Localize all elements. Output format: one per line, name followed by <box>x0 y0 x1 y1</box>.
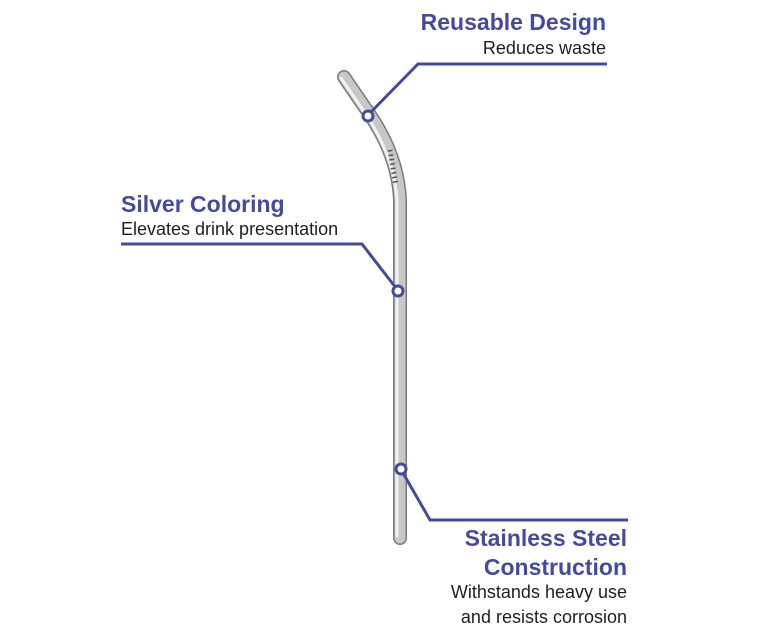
callout-title-silver: Silver Coloring <box>121 191 285 217</box>
straw <box>337 70 407 545</box>
callout-subtitle-silver: Elevates drink presentation <box>121 219 339 239</box>
callout-line-silver <box>121 242 405 298</box>
callout-title-stainless-line1: Stainless Steel <box>464 525 627 551</box>
callout-subtitle-stainless-line2: and resists corrosion <box>460 607 627 627</box>
callout-line-reusable <box>361 62 607 123</box>
callout-line-stainless <box>394 462 628 522</box>
callout-title-stainless-line2: Construction <box>483 554 627 580</box>
callout-subtitle-reusable: Reduces waste <box>482 38 606 58</box>
callout-title-reusable: Reusable Design <box>420 9 606 35</box>
callout-subtitle-stainless-line1: Withstands heavy use <box>450 582 627 602</box>
